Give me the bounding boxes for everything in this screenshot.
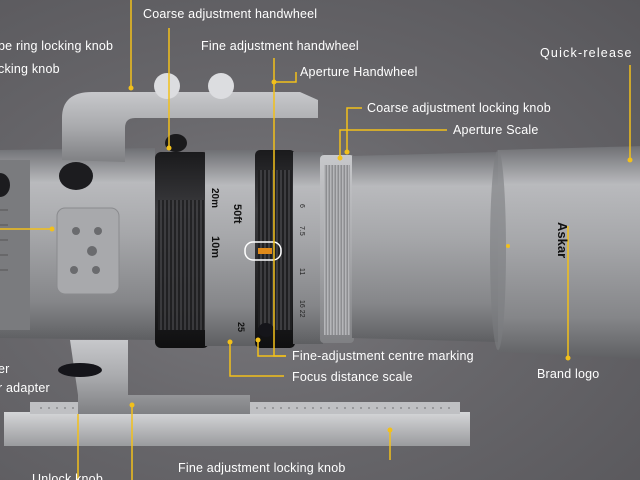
label-locking-knob: cking knob: [0, 62, 60, 76]
lens-markings: 20m 50ft 10m 25 6 7.5 11 16 22 Askar: [209, 188, 570, 332]
label-fine-locking-knob: Fine adjustment locking knob: [178, 461, 346, 475]
label-adapter: r adapter: [0, 381, 50, 395]
brand-logo-mark: Askar: [555, 222, 570, 258]
label-aperture-handwheel: Aperture Handwheel: [300, 65, 418, 79]
leader-dots: [49, 79, 633, 433]
label-tube-ring-locking-knob: be ring locking knob: [0, 39, 114, 53]
focus-scale-ring: [205, 150, 257, 346]
ap-75: 7.5: [298, 226, 305, 236]
label-fine-handwheel: Fine adjustment handwheel: [201, 39, 359, 53]
label-focus-distance-scale: Focus distance scale: [292, 370, 413, 384]
label-brand-logo: Brand logo: [537, 367, 600, 381]
fine-handwheel: [244, 150, 295, 348]
foot-bracket: [58, 340, 250, 414]
aperture-section: [293, 152, 354, 344]
mark-10m: 10m: [209, 236, 221, 258]
mark-25: 25: [236, 322, 246, 332]
carry-handle: [0, 73, 318, 197]
label-coarse-handwheel: Coarse adjustment handwheel: [143, 7, 318, 21]
main-tube: [0, 148, 155, 340]
label-adapter-top: er: [0, 362, 10, 376]
mark-20m: 20m: [209, 188, 220, 208]
label-aperture-scale: Aperture Scale: [453, 123, 539, 137]
front-barrel: [352, 146, 640, 359]
ap-6: 6: [298, 204, 305, 208]
ap-22: 16 22: [298, 300, 305, 318]
mark-50ft: 50ft: [231, 204, 243, 224]
coarse-handwheel: [155, 134, 209, 348]
ap-11: 11: [298, 268, 305, 275]
label-unlock-knob: Unlock knob: [32, 472, 103, 480]
label-quick-release: Quick-release: [540, 46, 633, 60]
label-fine-centre-marking: Fine-adjustment centre marking: [292, 349, 474, 363]
label-coarse-locking-knob: Coarse adjustment locking knob: [367, 101, 551, 115]
